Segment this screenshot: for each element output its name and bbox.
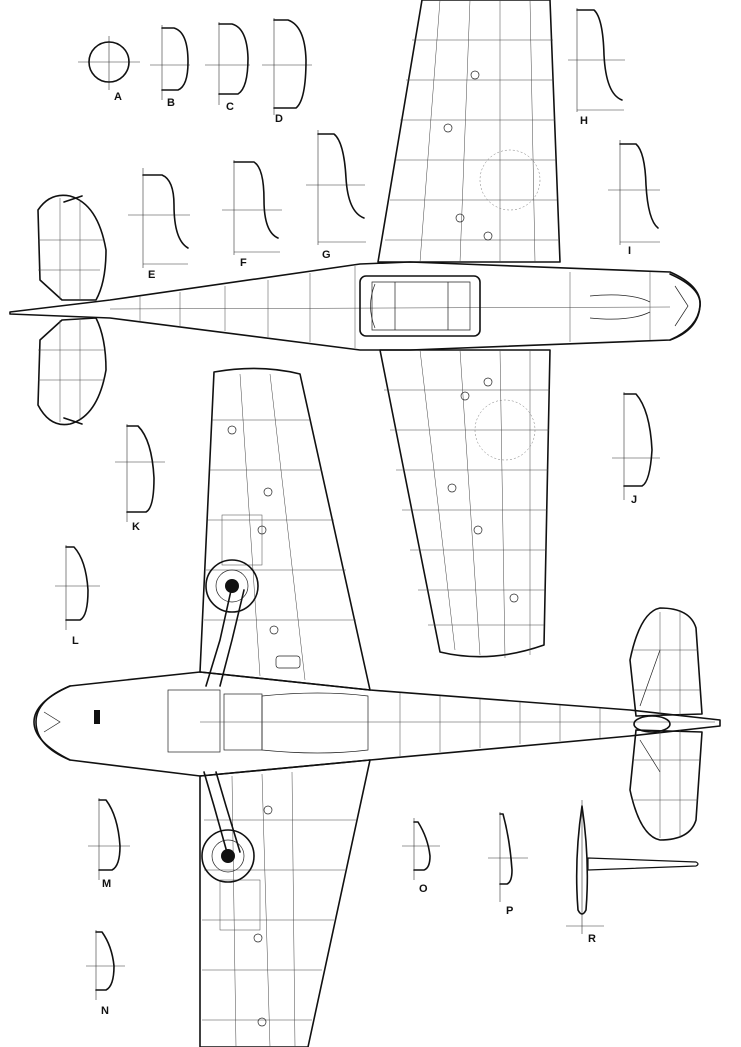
section-g: G xyxy=(306,130,366,261)
label-g: G xyxy=(322,249,331,261)
bottom-tailplane-upper xyxy=(629,607,703,717)
section-j: J xyxy=(612,392,660,506)
section-a: A xyxy=(78,36,140,103)
label-h: H xyxy=(580,115,588,127)
top-tailplane-lower xyxy=(37,317,107,426)
exhaust-marking xyxy=(94,710,100,724)
section-h: H xyxy=(568,8,625,127)
top-view xyxy=(9,0,701,659)
top-wing-lower xyxy=(379,349,551,658)
section-d: D xyxy=(262,18,312,125)
section-m: M xyxy=(88,798,130,890)
section-r: R xyxy=(566,800,699,945)
bottom-fuselage xyxy=(33,671,721,777)
section-e: E xyxy=(128,168,190,281)
label-r: R xyxy=(588,933,596,945)
label-d: D xyxy=(275,113,283,125)
bottom-tailplane-lower xyxy=(629,729,703,841)
label-a: A xyxy=(114,91,122,103)
top-tailplane-upper xyxy=(37,194,107,301)
label-i: I xyxy=(628,245,631,257)
bottom-wing-lower xyxy=(199,759,371,1047)
bottom-wing-upper xyxy=(199,367,371,691)
main-wheel-upper xyxy=(205,559,259,687)
label-f: F xyxy=(240,257,247,269)
bottom-view xyxy=(33,367,721,1047)
section-l: L xyxy=(55,545,100,647)
section-f: F xyxy=(222,160,282,269)
label-j: J xyxy=(631,494,637,506)
section-i: I xyxy=(608,140,660,257)
label-m: M xyxy=(102,878,111,890)
label-c: C xyxy=(226,101,234,113)
section-p: P xyxy=(488,812,528,917)
section-c: C xyxy=(205,22,250,113)
section-k: K xyxy=(115,424,165,533)
section-o: O xyxy=(402,818,440,895)
label-p: P xyxy=(506,905,513,917)
top-wing-upper xyxy=(377,0,561,263)
label-b: B xyxy=(167,97,175,109)
label-l: L xyxy=(72,635,79,647)
label-e: E xyxy=(148,269,155,281)
section-n: N xyxy=(86,930,125,1017)
label-k: K xyxy=(132,521,140,533)
label-n: N xyxy=(101,1005,109,1017)
section-b: B xyxy=(150,25,190,109)
main-wheel-lower xyxy=(201,771,255,883)
label-o: O xyxy=(419,883,428,895)
